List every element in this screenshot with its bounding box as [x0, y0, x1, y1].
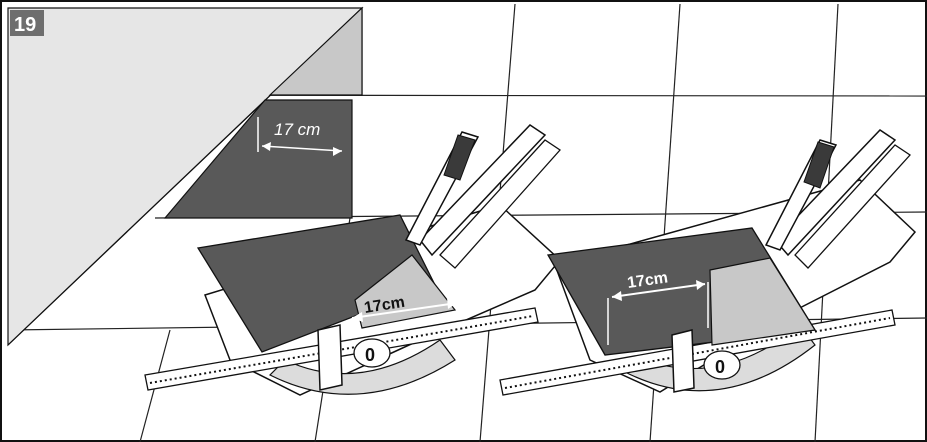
tile-cutter-right: 17cm 0	[499, 129, 917, 396]
cutter-post	[671, 329, 695, 393]
wall-corner: 17 cm	[7, 6, 364, 347]
handle-grip	[443, 134, 476, 181]
step-badge: 19	[10, 10, 44, 36]
tile-measure-arrow	[351, 302, 458, 319]
tile-cutter-left: 17cm 0	[144, 124, 562, 396]
wall-tile-light	[268, 6, 363, 96]
angle-disc	[703, 350, 741, 380]
scale-zero-right: 0	[715, 357, 725, 377]
cut-tile-piece	[163, 99, 353, 219]
measure-arrow	[261, 145, 343, 152]
wall-measure-label: 17 cm	[274, 120, 320, 139]
scale-zero-left: 0	[365, 345, 375, 365]
tile-measure-label-right: 17cm	[626, 269, 669, 292]
step-number: 19	[14, 14, 36, 36]
tile-measure-label-left: 17cm	[363, 294, 406, 317]
angle-disc	[353, 338, 391, 368]
tile-cut-section	[709, 257, 816, 346]
cutter-post	[317, 324, 343, 391]
guide-rail	[773, 129, 897, 257]
handle-grip	[803, 141, 835, 189]
tile-measure-arrow	[611, 283, 706, 298]
guide-rail	[419, 124, 547, 257]
